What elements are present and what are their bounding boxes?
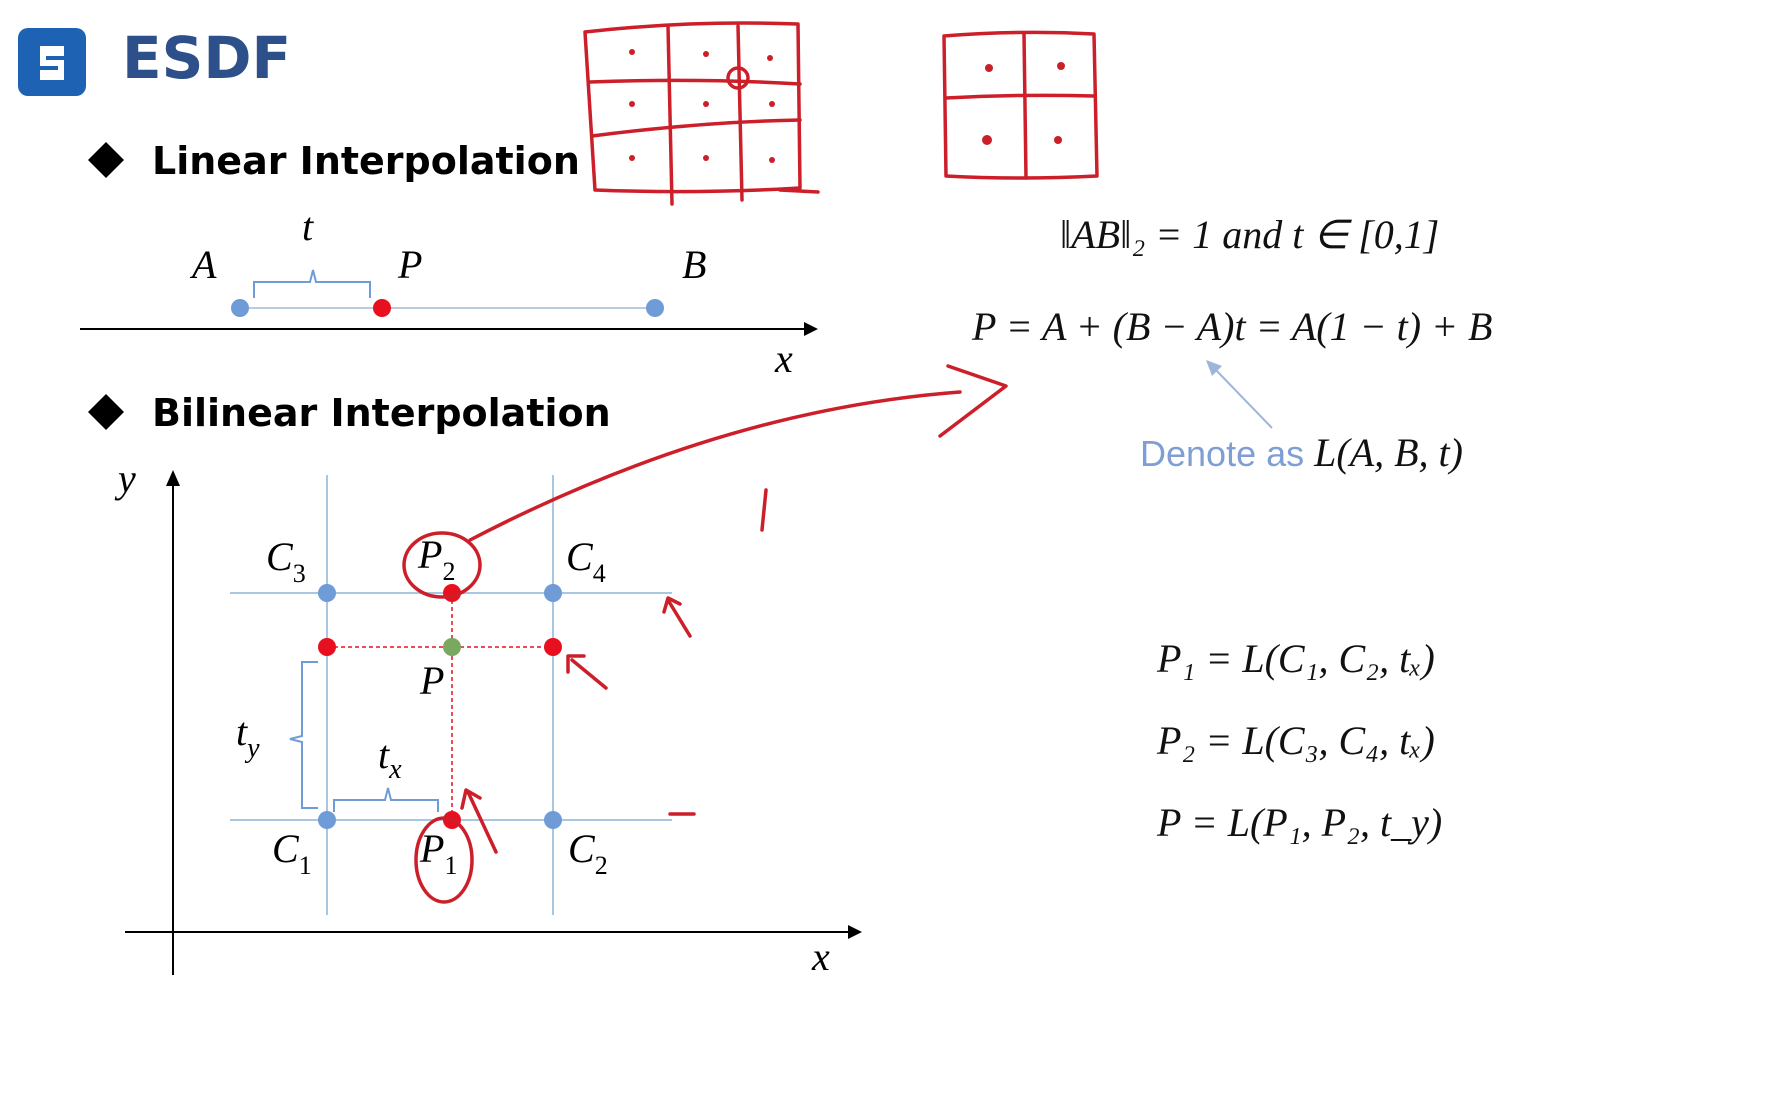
formula-p2: P₂ = L(C₃, C₄, tₓ) bbox=[1156, 718, 1435, 763]
label-p1: P1 bbox=[419, 826, 457, 880]
label-t: t bbox=[302, 204, 314, 249]
denote-arrow bbox=[1213, 367, 1273, 429]
tx-brace bbox=[333, 787, 439, 812]
point-p-center bbox=[443, 638, 461, 656]
interp-left bbox=[318, 638, 336, 656]
circle-p1 bbox=[414, 816, 474, 904]
small-arrow-p1 bbox=[460, 788, 498, 854]
label-tx: tx bbox=[378, 732, 402, 785]
corner-c1 bbox=[318, 811, 336, 829]
bilinear-x-arrowhead bbox=[848, 925, 862, 939]
sketch-3x3-dots bbox=[629, 49, 775, 163]
label-c1: C1 bbox=[272, 826, 312, 880]
label-b: B bbox=[682, 242, 706, 287]
denote-arrowhead-icon bbox=[1206, 360, 1222, 376]
bullet-diamond-icon bbox=[88, 142, 124, 178]
slide-title: ESDF bbox=[122, 24, 291, 92]
linear-x-arrowhead bbox=[804, 322, 818, 336]
corner-c2 bbox=[544, 811, 562, 829]
long-arrow bbox=[468, 390, 962, 542]
small-arrow-right bbox=[566, 654, 608, 690]
corner-c3 bbox=[318, 584, 336, 602]
label-x-linear: x bbox=[774, 336, 793, 381]
formula-p: P = L(P₁, P₂, t_y) bbox=[1156, 800, 1442, 845]
handdrawn-annotations bbox=[402, 21, 1099, 904]
ty-brace bbox=[289, 661, 318, 809]
sketch-2x2-dots bbox=[982, 62, 1065, 145]
label-y-axis: y bbox=[114, 456, 136, 501]
bilinear-heading: Bilinear Interpolation bbox=[152, 391, 611, 435]
bilinear-y-arrowhead bbox=[166, 470, 180, 486]
corner-c4 bbox=[544, 584, 562, 602]
interp-right bbox=[544, 638, 562, 656]
point-a bbox=[231, 299, 249, 317]
label-ty: ty bbox=[236, 709, 260, 764]
long-arrowhead-icon bbox=[938, 364, 1008, 438]
circle-p2 bbox=[402, 531, 482, 599]
interp-dashed-lines bbox=[327, 593, 553, 820]
label-p2: P2 bbox=[417, 532, 455, 586]
t-brace bbox=[253, 269, 371, 298]
logo-icon bbox=[18, 28, 86, 96]
point-p bbox=[373, 299, 391, 317]
linear-heading: Linear Interpolation bbox=[152, 139, 580, 183]
denote-label: Denote as L(A, B, t) bbox=[1140, 430, 1463, 475]
point-b bbox=[646, 299, 664, 317]
label-p: P bbox=[397, 242, 422, 287]
formula-lerp: P = A + (B − A)t = A(1 − t) + B bbox=[971, 304, 1492, 349]
label-c2: C2 bbox=[568, 826, 608, 880]
label-x-axis: x bbox=[811, 934, 830, 979]
small-arrow-c4 bbox=[662, 596, 692, 638]
tick-mark bbox=[760, 488, 768, 532]
sketch-2x2-grid bbox=[942, 30, 1099, 180]
label-a: A bbox=[189, 242, 217, 287]
formula-norm: ‖AB‖₂ = 1 and t ∈ [0,1] bbox=[1060, 212, 1439, 257]
formula-p1: P₁ = L(C₁, C₂, tₓ) bbox=[1156, 636, 1435, 681]
sketch-3x3-grid bbox=[583, 21, 820, 206]
label-p-center: P bbox=[419, 658, 444, 703]
label-c3: C3 bbox=[266, 534, 306, 588]
label-c4: C4 bbox=[566, 534, 606, 588]
bullet-diamond-icon bbox=[88, 394, 124, 430]
